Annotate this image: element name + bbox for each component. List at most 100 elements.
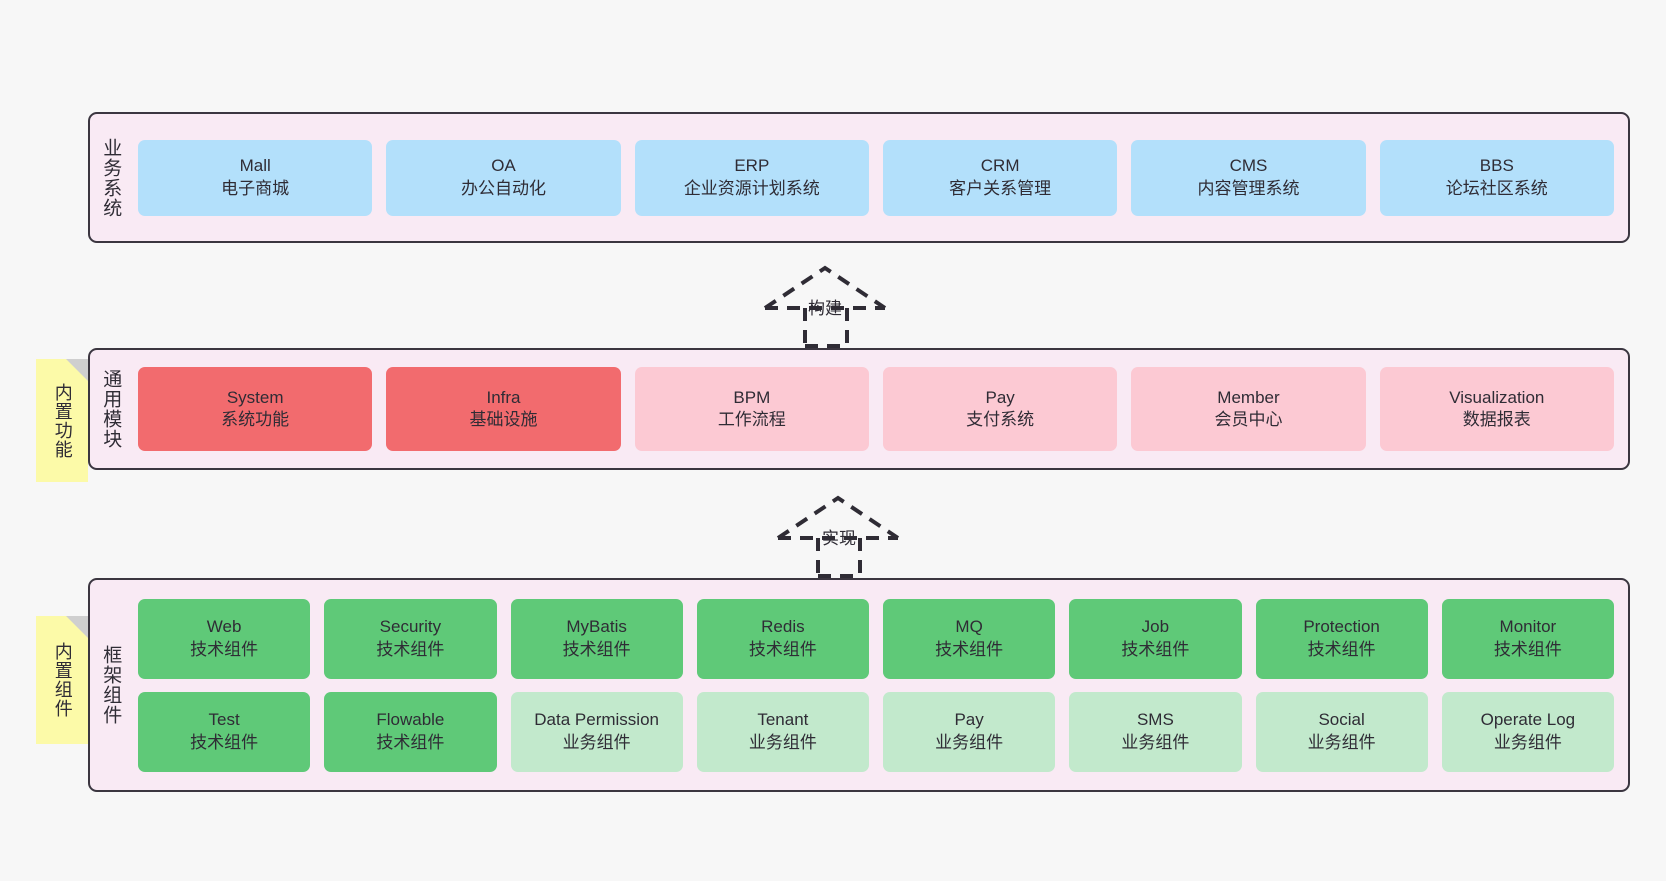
card-title-cn: 基础设施 xyxy=(469,410,538,429)
card-row-tech-components: Web 技术组件 Security 技术组件 MyBatis 技术组件 Redi… xyxy=(138,598,1614,679)
card-title-cn: 技术组件 xyxy=(190,639,259,659)
card-title-en: Protection xyxy=(1303,617,1380,637)
card-title-en: Flowable xyxy=(376,710,445,730)
card-title-cn: 业务组件 xyxy=(748,732,817,752)
card-title-cn: 系统功能 xyxy=(221,410,290,429)
card-title-en: Pay xyxy=(954,710,984,730)
card-title-en: Job xyxy=(1141,617,1170,637)
layer-title-common-modules: 通用模块 xyxy=(100,369,122,449)
card-pay-module[interactable]: Pay 支付系统 xyxy=(882,367,1118,451)
card-title-cn: 工作流程 xyxy=(717,410,786,429)
card-title-en: Security xyxy=(379,617,442,637)
card-title-cn: 支付系统 xyxy=(966,410,1035,429)
card-title-cn: 论坛社区系统 xyxy=(1445,178,1548,198)
card-title-en: CMS xyxy=(1229,156,1268,176)
connector-implement-label: 实现 xyxy=(822,529,856,548)
card-row-business-components: Test 技术组件 Flowable 技术组件 Data Permission … xyxy=(138,691,1614,772)
card-monitor[interactable]: Monitor 技术组件 xyxy=(1441,598,1614,679)
card-title-en: Monitor xyxy=(1499,617,1557,637)
card-title-en: BPM xyxy=(733,387,771,407)
card-title-en: BBS xyxy=(1479,156,1514,176)
card-title-cn: 会员中心 xyxy=(1214,410,1283,429)
card-tenant[interactable]: Tenant 业务组件 xyxy=(696,691,869,772)
card-title-en: Test xyxy=(208,710,240,730)
card-title-en: Visualization xyxy=(1449,387,1545,407)
note-label: 内置功能 xyxy=(52,382,73,459)
card-title-cn: 技术组件 xyxy=(376,639,445,659)
card-title-en: Infra xyxy=(486,387,521,407)
card-mq[interactable]: MQ 技术组件 xyxy=(883,598,1056,679)
card-title-cn: 内容管理系统 xyxy=(1197,178,1300,198)
note-builtin-components: 内置组件 xyxy=(36,616,88,744)
card-crm[interactable]: CRM 客户关系管理 xyxy=(882,139,1118,216)
card-data-permission[interactable]: Data Permission 业务组件 xyxy=(510,691,683,772)
card-title-cn: 客户关系管理 xyxy=(949,178,1052,198)
card-title-cn: 技术组件 xyxy=(1307,639,1376,659)
card-title-en: MQ xyxy=(955,617,983,637)
card-title-cn: 业务组件 xyxy=(1307,732,1376,752)
card-title-cn: 数据报表 xyxy=(1462,410,1531,429)
card-test[interactable]: Test 技术组件 xyxy=(138,691,311,772)
connector-build-label: 构建 xyxy=(808,299,842,318)
card-mybatis[interactable]: MyBatis 技术组件 xyxy=(510,598,683,679)
card-redis[interactable]: Redis 技术组件 xyxy=(696,598,869,679)
layer-framework-components: 框架组件 Web 技术组件 Security 技术组件 MyBatis 技术组件… xyxy=(88,578,1630,792)
card-title-en: Mall xyxy=(239,156,271,176)
card-system[interactable]: System 系统功能 xyxy=(138,367,373,451)
card-bpm[interactable]: BPM 工作流程 xyxy=(634,367,869,451)
layer-common-modules: 通用模块 System 系统功能 Infra 基础设施 BPM 工作流程 Pay… xyxy=(88,348,1630,470)
note-fold-corner-icon xyxy=(66,359,88,381)
card-title-cn: 业务组件 xyxy=(935,732,1004,752)
card-title-cn: 技术组件 xyxy=(748,639,817,659)
card-title-en: Member xyxy=(1217,387,1280,407)
card-social[interactable]: Social 业务组件 xyxy=(1255,691,1428,772)
card-title-en: Web xyxy=(206,617,242,637)
card-title-en: Tenant xyxy=(757,710,809,730)
card-title-en: System xyxy=(226,387,284,407)
card-flowable[interactable]: Flowable 技术组件 xyxy=(324,691,497,772)
card-visualization[interactable]: Visualization 数据报表 xyxy=(1379,367,1614,451)
card-member[interactable]: Member 会员中心 xyxy=(1131,367,1366,451)
card-bbs[interactable]: BBS 论坛社区系统 xyxy=(1379,139,1614,216)
connector-implement-arrow-icon xyxy=(768,488,918,578)
card-cms[interactable]: CMS 内容管理系统 xyxy=(1131,139,1366,216)
card-group-business-systems: Mall 电子商城 OA 办公自动化 ERP 企业资源计划系统 CRM 客户关系… xyxy=(130,114,1628,241)
card-title-cn: 技术组件 xyxy=(1493,639,1562,659)
card-title-cn: 技术组件 xyxy=(562,639,631,659)
card-title-en: MyBatis xyxy=(566,617,627,637)
note-label: 内置组件 xyxy=(52,642,73,718)
card-sms[interactable]: SMS 业务组件 xyxy=(1069,691,1242,772)
card-pay-component[interactable]: Pay 业务组件 xyxy=(883,691,1056,772)
card-title-cn: 业务组件 xyxy=(1121,732,1190,752)
card-title-cn: 业务组件 xyxy=(562,732,631,752)
card-title-cn: 企业资源计划系统 xyxy=(683,178,820,198)
card-title-en: SMS xyxy=(1136,710,1174,730)
card-security[interactable]: Security 技术组件 xyxy=(324,598,497,679)
card-job[interactable]: Job 技术组件 xyxy=(1069,598,1242,679)
card-title-en: Pay xyxy=(985,387,1015,407)
card-title-en: OA xyxy=(491,156,516,176)
layer-business-systems: 业务系统 Mall 电子商城 OA 办公自动化 ERP 企业资源计划系统 CRM… xyxy=(88,112,1630,243)
card-title-cn: 技术组件 xyxy=(190,732,259,752)
card-infra[interactable]: Infra 基础设施 xyxy=(386,367,621,451)
card-operate-log[interactable]: Operate Log 业务组件 xyxy=(1441,691,1614,772)
card-title-cn: 技术组件 xyxy=(376,732,445,752)
layer-title-framework-components: 框架组件 xyxy=(100,645,122,725)
card-erp[interactable]: ERP 企业资源计划系统 xyxy=(634,139,869,216)
note-builtin-features: 内置功能 xyxy=(36,359,88,482)
card-protection[interactable]: Protection 技术组件 xyxy=(1255,598,1428,679)
card-web[interactable]: Web 技术组件 xyxy=(138,598,311,679)
note-fold-corner-icon xyxy=(66,616,88,638)
card-title-en: Social xyxy=(1318,710,1365,730)
card-title-cn: 办公自动化 xyxy=(460,178,546,198)
card-group-framework-components: Web 技术组件 Security 技术组件 MyBatis 技术组件 Redi… xyxy=(130,580,1628,790)
layer-title-business-systems: 业务系统 xyxy=(100,137,122,218)
card-group-common-modules: System 系统功能 Infra 基础设施 BPM 工作流程 Pay 支付系统… xyxy=(130,350,1628,468)
card-mall[interactable]: Mall 电子商城 xyxy=(138,139,373,216)
card-title-en: CRM xyxy=(980,156,1020,176)
card-title-cn: 业务组件 xyxy=(1493,732,1562,752)
card-title-en: ERP xyxy=(734,156,770,176)
card-oa[interactable]: OA 办公自动化 xyxy=(386,139,621,216)
card-title-en: Redis xyxy=(761,617,805,637)
